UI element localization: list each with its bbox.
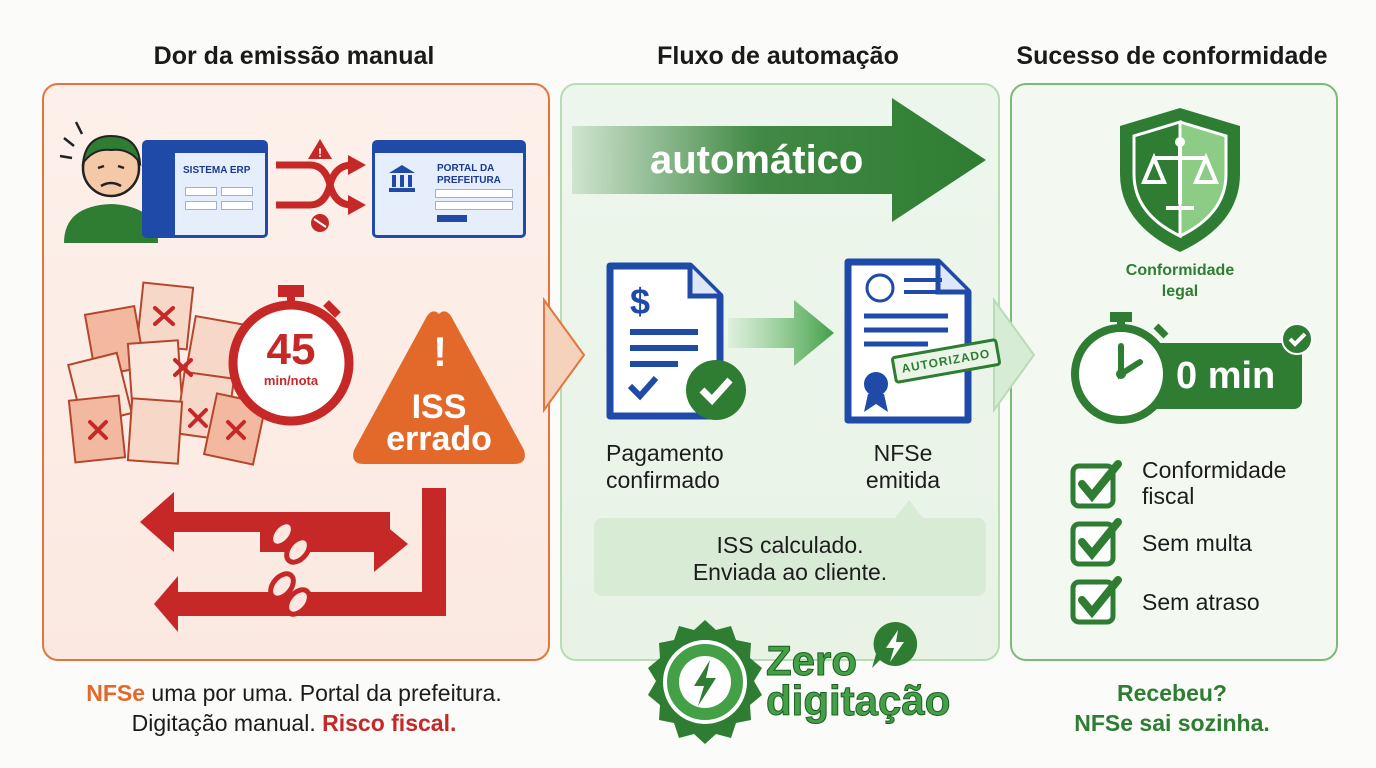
caption-part-2: Digitação manual. <box>131 710 323 736</box>
shield-label-line-2: legal <box>1161 283 1199 300</box>
worried-person-icon <box>59 121 158 243</box>
flow-column-title: Fluxo de automação <box>657 42 899 70</box>
timer-value: 45 <box>266 325 316 374</box>
rejected-documents-pile-icon <box>67 281 268 466</box>
pain-to-flow-connector <box>543 296 586 414</box>
checkbox-icon-3 <box>1070 576 1122 625</box>
warning-triangle-icon <box>353 311 525 464</box>
status-bubble: ISS calculado. Enviada ao cliente. <box>594 518 986 596</box>
erp-label: SISTEMA ERP <box>183 165 251 176</box>
erp-window: SISTEMA ERP <box>142 140 268 238</box>
success-caption: Recebeu? NFSe sai sozinha. <box>1010 678 1334 738</box>
success-caption-line-2: NFSe sai sozinha. <box>1074 710 1270 736</box>
caption-nfse-highlight: NFSe <box>86 680 146 706</box>
success-caption-line-1: Recebeu? <box>1117 680 1227 706</box>
bubble-pointer <box>892 500 926 522</box>
flow-middle-arrow-icon <box>728 300 834 366</box>
automatic-arrow-label: automático <box>650 138 864 182</box>
portal-label-2: PREFEITURA <box>437 175 501 186</box>
checkbox-icon-1 <box>1070 460 1122 509</box>
success-column-title: Sucesso de conformidade <box>1016 42 1328 70</box>
badge-line-2: digitação <box>765 677 951 724</box>
portal-window: PORTAL DA PREFEITURA <box>372 140 526 238</box>
bubble-line-1: ISS calculado. <box>716 532 864 558</box>
timer-unit: min/nota <box>263 373 319 388</box>
nfse-label-line-1: NFSe <box>873 440 933 466</box>
warning-exclamation: ! <box>433 328 447 375</box>
broken-sync-arrows-icon: ! <box>276 139 366 232</box>
svg-text:$: $ <box>630 281 650 322</box>
pain-column-title: Dor da emissão manual <box>153 42 435 70</box>
payment-document-icon: $ <box>606 262 746 420</box>
bubble-line-2: Enviada ao cliente. <box>692 559 888 585</box>
check-label-2: Sem multa <box>1142 530 1252 556</box>
nfse-document-icon <box>844 258 972 424</box>
time-value: 0 min <box>1176 355 1276 397</box>
warning-line-2: errado <box>386 420 492 458</box>
check-label-3: Sem atraso <box>1142 589 1260 615</box>
check-label-1-line-1: Conformidade <box>1142 457 1287 483</box>
payment-label-line-2: confirmado <box>606 467 720 493</box>
caption-risk: Risco fiscal. <box>322 710 457 736</box>
check-label-1-line-2: fiscal <box>1142 483 1195 509</box>
pain-caption: NFSe uma por uma. Portal da prefeitura. … <box>30 678 558 738</box>
checkbox-icon-2 <box>1070 518 1122 567</box>
zero-typing-badge-icon <box>648 620 762 744</box>
lightning-bubble-icon <box>872 621 918 668</box>
shield-label-line-1: Conformidade <box>1125 262 1235 279</box>
svg-text:!: ! <box>318 146 322 160</box>
warning-line-1: ISS <box>411 388 467 426</box>
badge-line-1: Zero <box>765 637 858 684</box>
portal-label-1: PORTAL DA <box>437 163 495 174</box>
stopwatch-icon <box>228 285 354 426</box>
time-check-badge-icon <box>1281 323 1313 355</box>
payment-label-line-1: Pagamento <box>606 440 724 466</box>
city-hall-icon <box>389 165 415 192</box>
legal-shield-icon <box>1120 108 1240 252</box>
erp-sidebar <box>145 153 175 235</box>
caption-part-1: uma por uma. Portal da prefeitura. <box>145 680 502 706</box>
success-stopwatch-icon <box>1071 312 1171 424</box>
nfse-label-line-2: emitida <box>865 467 941 493</box>
broken-loop-arrows-icon <box>140 488 446 632</box>
automatic-arrow-icon <box>572 98 986 222</box>
